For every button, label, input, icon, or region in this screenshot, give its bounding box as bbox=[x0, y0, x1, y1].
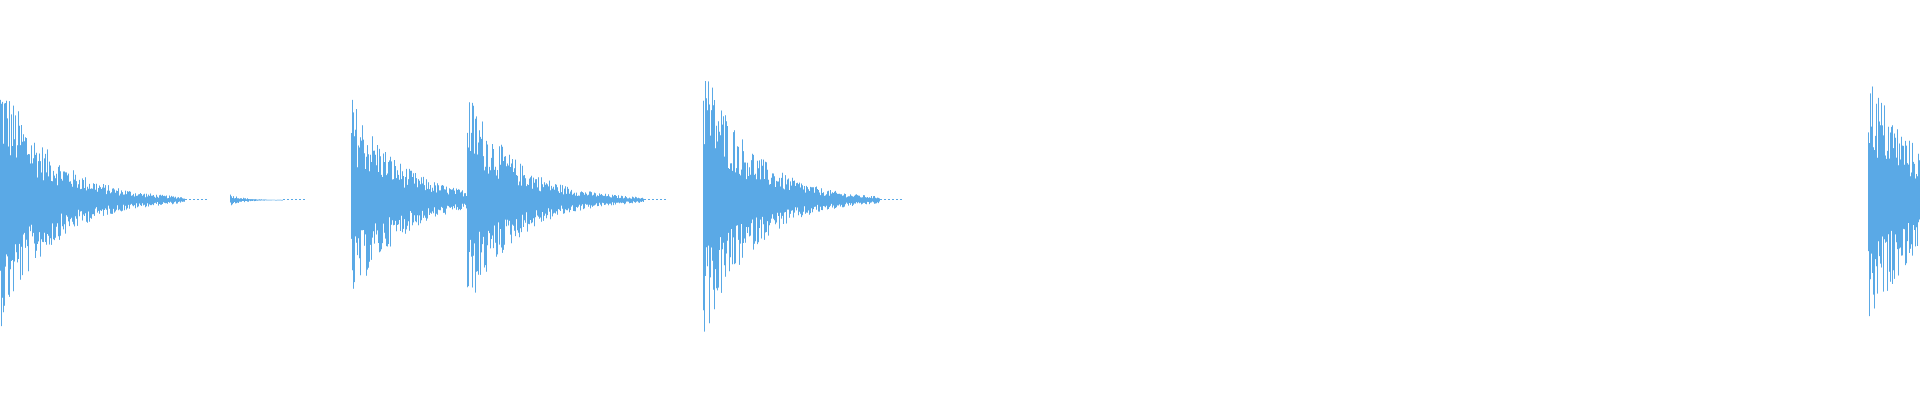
waveform-burst-path bbox=[467, 102, 666, 293]
waveform-burst-path bbox=[703, 81, 902, 332]
waveform-burst-path bbox=[1868, 86, 1920, 317]
waveform-samples bbox=[0, 81, 1920, 332]
waveform-burst bbox=[703, 81, 902, 332]
waveform-burst-path bbox=[0, 99, 207, 327]
waveform-burst bbox=[0, 99, 207, 327]
waveform-burst bbox=[1868, 86, 1920, 317]
waveform-burst-path bbox=[230, 194, 305, 206]
waveform-burst bbox=[467, 102, 666, 293]
waveform-burst bbox=[230, 194, 305, 206]
